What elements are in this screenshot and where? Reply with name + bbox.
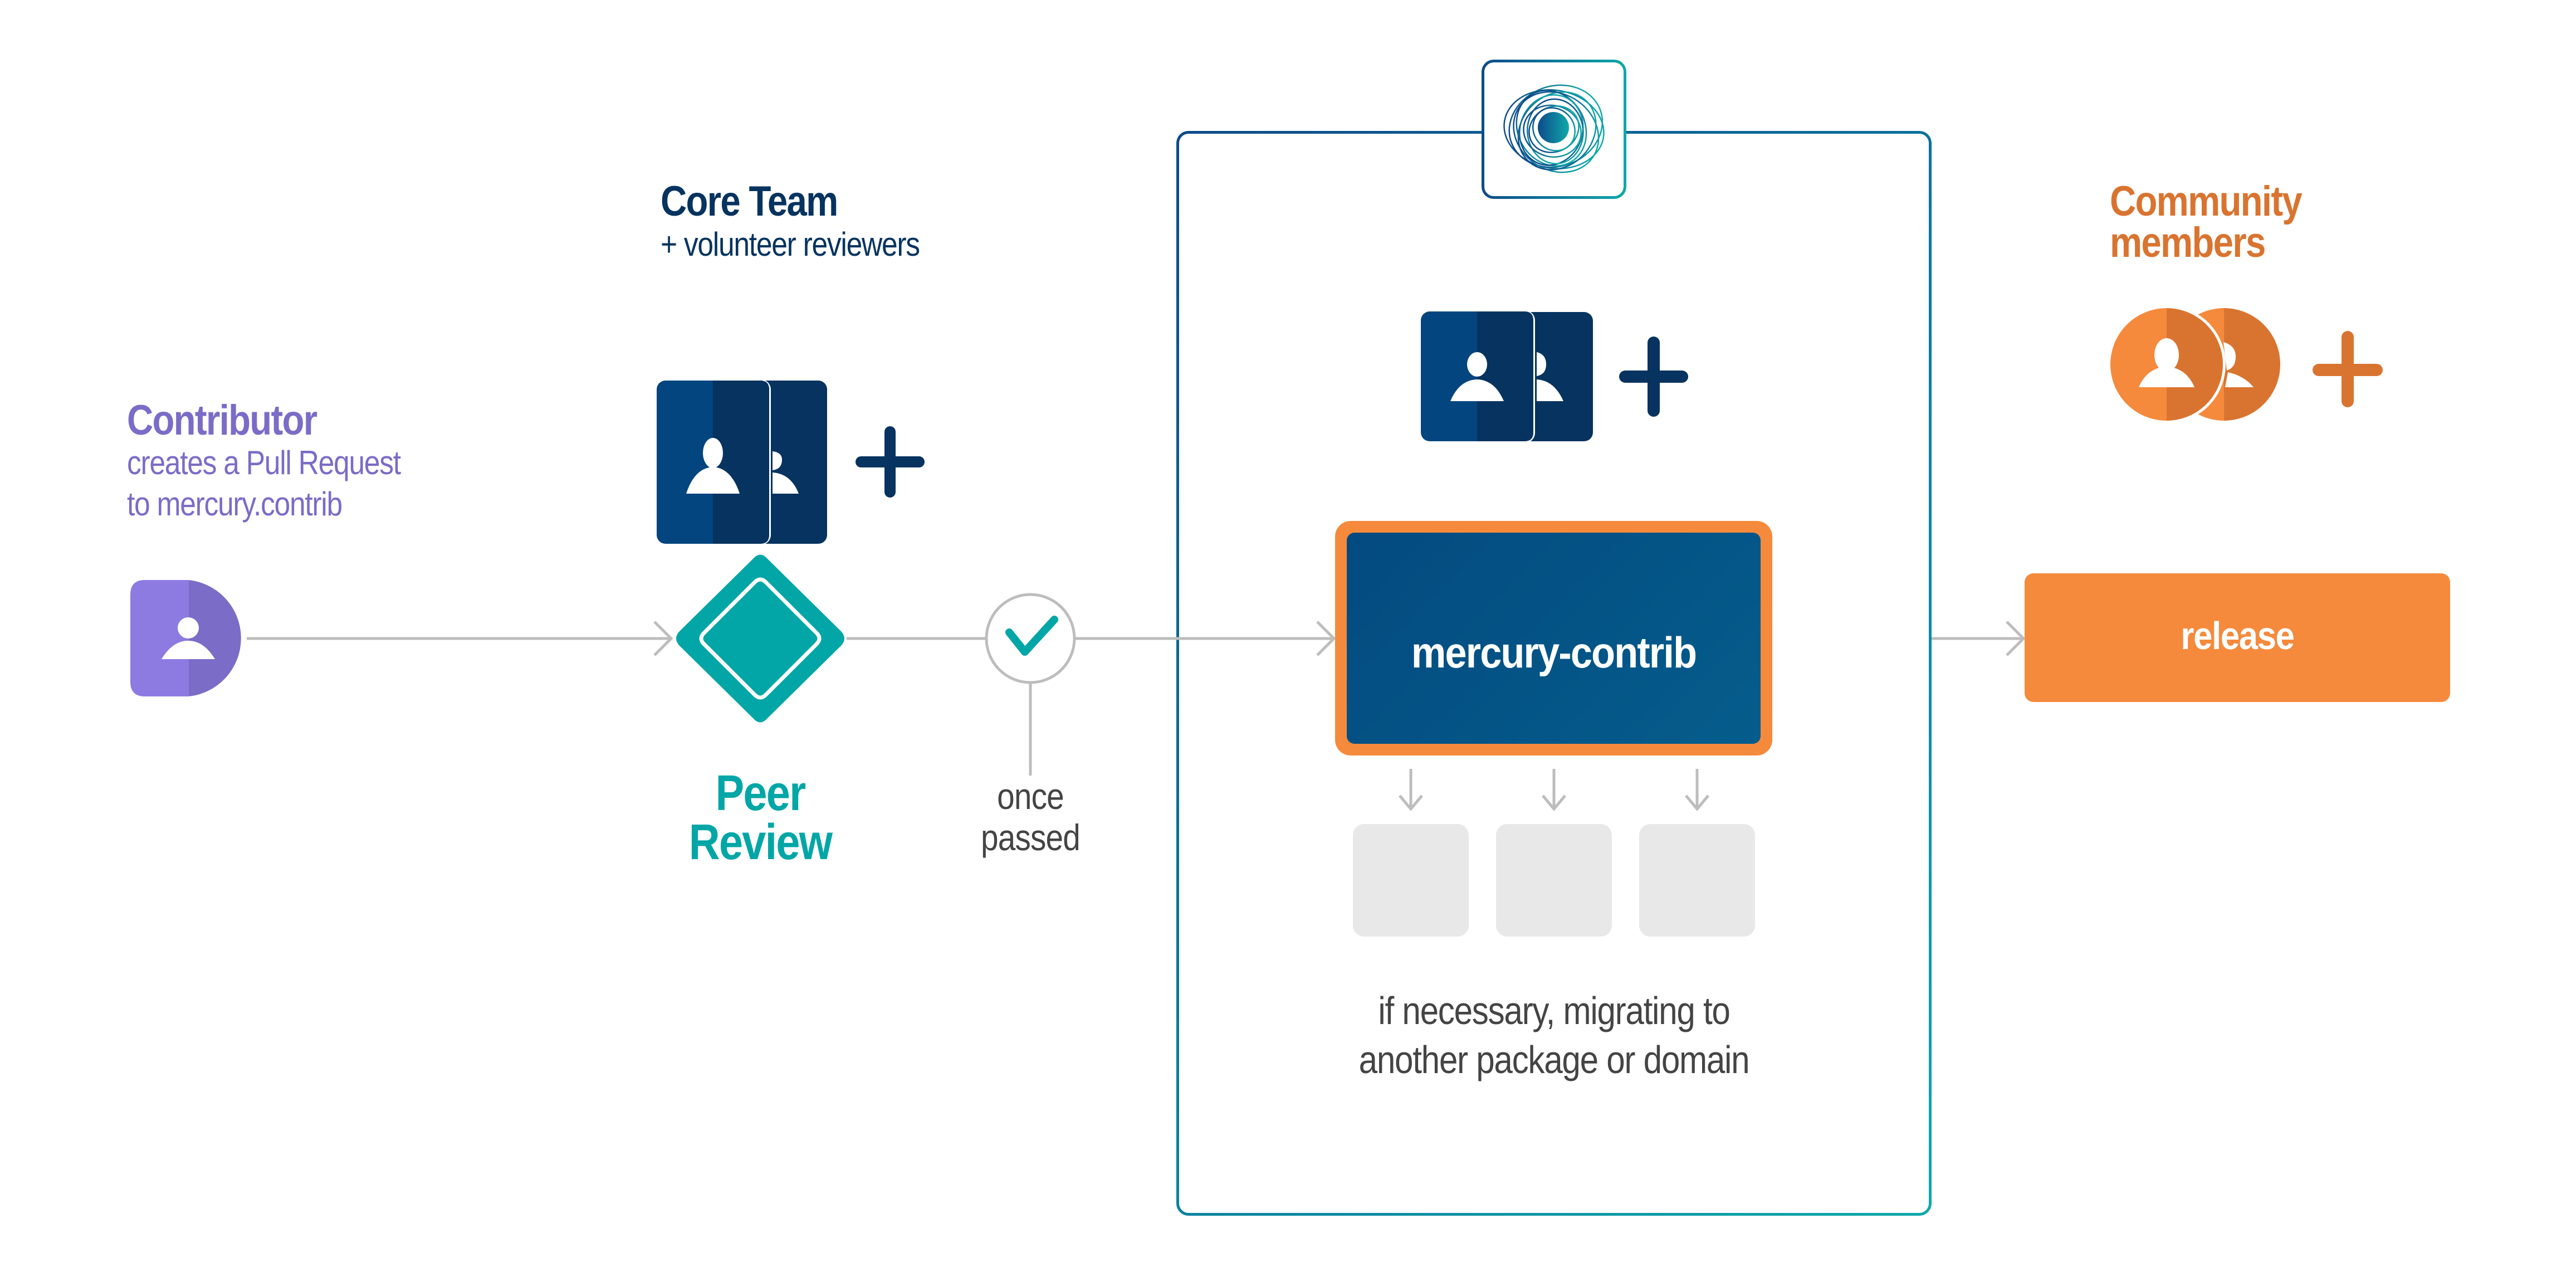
arrowhead-icon xyxy=(653,621,673,656)
panel-team-icon xyxy=(1420,310,1593,443)
package-box[interactable]: mercury-contrib xyxy=(1335,521,1772,756)
release-label: release xyxy=(2181,614,2294,657)
contributor-icon xyxy=(130,580,241,696)
sub-package-placeholder xyxy=(1353,824,1469,937)
person-icon xyxy=(162,617,215,659)
peer-review-diamond-icon xyxy=(676,554,844,723)
arrowhead-icon xyxy=(2006,621,2026,656)
community-icon xyxy=(2108,305,2280,423)
person-icon xyxy=(1450,352,1563,401)
migration-note-line2: another package or domain xyxy=(1358,1038,1750,1081)
community-title-line2: members xyxy=(2110,219,2266,266)
checkpoint-label-line1: once xyxy=(997,776,1064,817)
checkpoint-label-line2: passed xyxy=(981,817,1081,858)
person-icon xyxy=(686,438,799,494)
release-box[interactable]: release xyxy=(2025,573,2450,702)
community-title-line1: Community xyxy=(2110,178,2303,225)
sub-package-placeholder xyxy=(1639,824,1755,937)
checkmark-icon xyxy=(1005,616,1058,656)
peer-review-label-line1: Peer xyxy=(715,766,806,821)
sub-package-arrows xyxy=(1399,769,1709,811)
package-box-inner: mercury-contrib xyxy=(1347,533,1761,744)
core-team-title: Core Team xyxy=(661,178,838,225)
person-icon xyxy=(2139,338,2254,387)
peer-review-label-line2: Review xyxy=(688,815,833,870)
peer-review-label: Peer Review xyxy=(664,766,856,870)
plus-icon xyxy=(2313,331,2383,407)
contributor-title: Contributor xyxy=(127,397,317,444)
plus-icon xyxy=(856,426,925,498)
package-name: mercury-contrib xyxy=(1411,628,1697,677)
sub-package-placeholder xyxy=(1496,824,1612,937)
plus-icon xyxy=(1619,337,1688,417)
logo-box xyxy=(1482,60,1626,199)
migration-note: if necessary, migrating to another packa… xyxy=(1267,986,1841,1084)
contributor-subtitle-line1: creates a Pull Request xyxy=(127,444,401,481)
arrowhead-icon xyxy=(1316,621,1336,656)
contributor-subtitle-line2: to mercury.contrib xyxy=(127,485,343,523)
core-team-subtitle: + volunteer reviewers xyxy=(661,226,920,263)
checkpoint-label: once passed xyxy=(959,776,1102,858)
spiral-logo-icon xyxy=(1503,84,1605,173)
core-team-icon xyxy=(656,379,827,545)
migration-note-line1: if necessary, migrating to xyxy=(1378,989,1730,1032)
checkpoint-circle xyxy=(985,593,1076,684)
